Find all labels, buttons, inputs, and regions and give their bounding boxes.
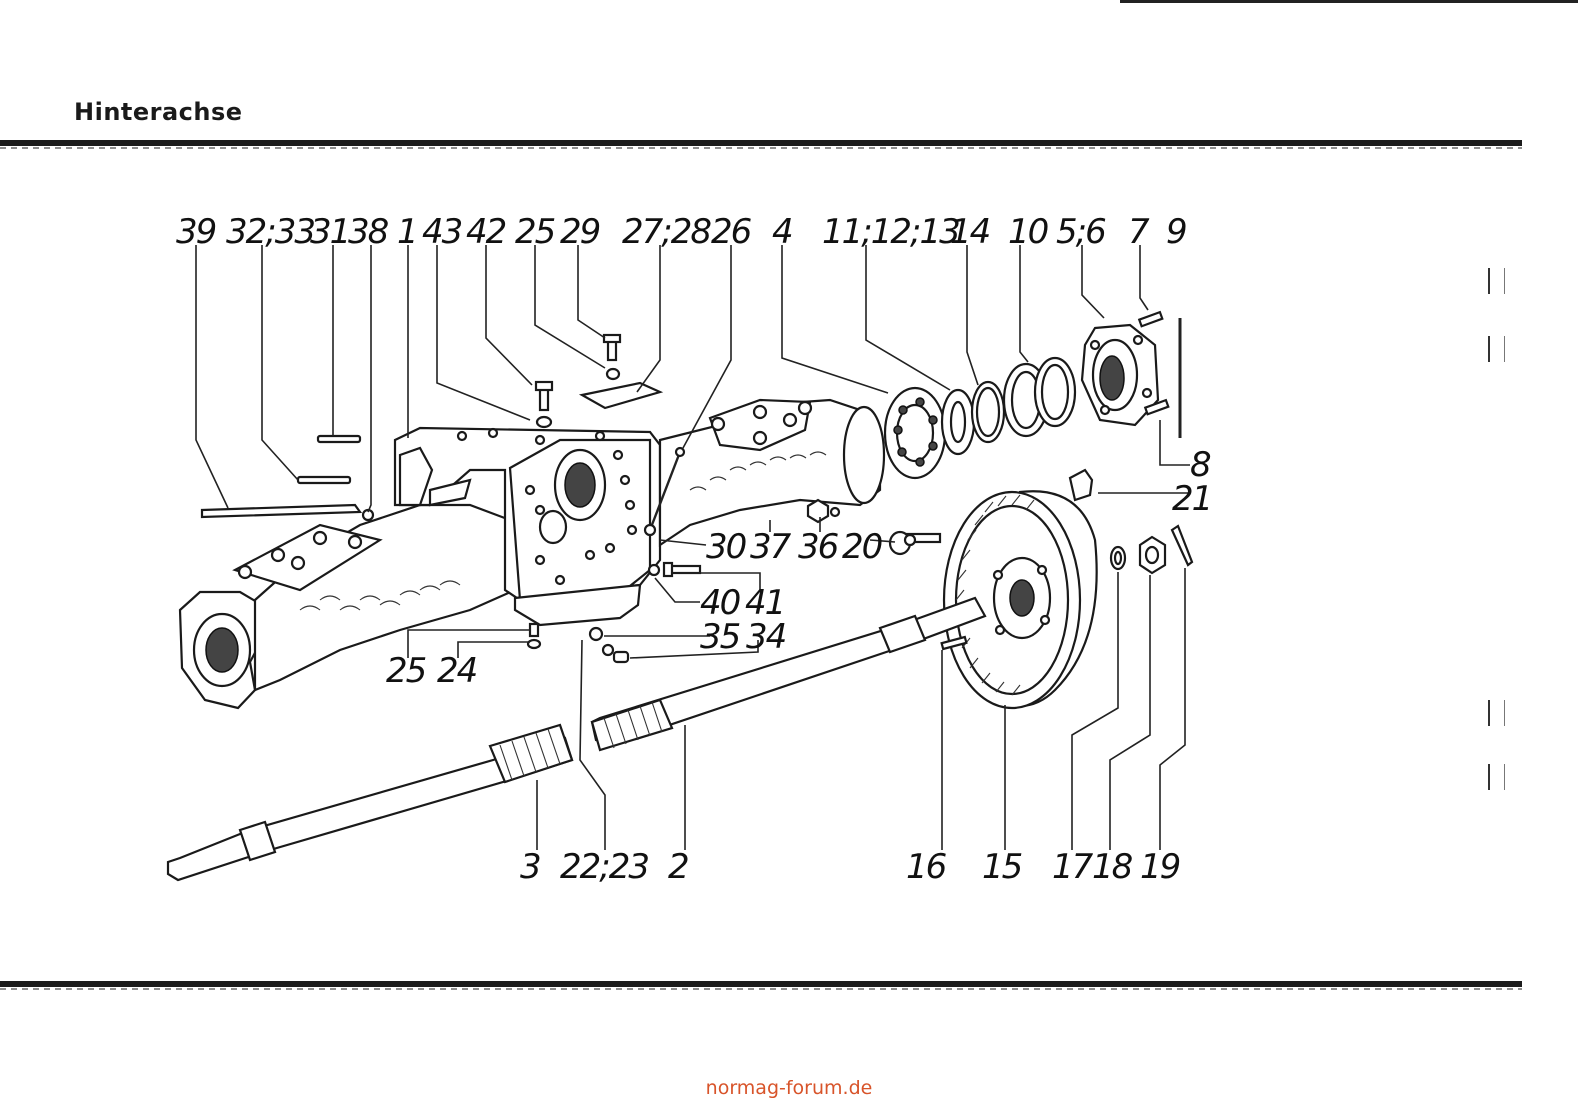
ring-14 [970, 380, 1006, 444]
callout-3: 3 [520, 847, 540, 887]
footer-rule [0, 981, 1522, 990]
bolts-7-8 [1137, 310, 1170, 416]
callout-43: 43 [422, 212, 462, 252]
half-shaft-2 [590, 596, 987, 752]
callout-14: 14 [950, 212, 990, 252]
callout-16: 16 [906, 847, 947, 887]
axle-housing-left [178, 503, 517, 710]
callout-27-28: 27;28 [622, 212, 711, 252]
callout-42: 42 [466, 212, 506, 252]
callout-35: 35 [700, 617, 740, 657]
axle-housing-right [658, 398, 886, 548]
half-shaft-3 [166, 723, 574, 882]
lever-rod [643, 446, 686, 537]
bearing-4 [883, 386, 947, 480]
bolt-24-25 [526, 622, 542, 650]
callout-4: 4 [772, 212, 792, 252]
callout-21: 21 [1172, 479, 1211, 519]
callout-20: 20 [842, 527, 882, 567]
callout-19: 19 [1140, 847, 1180, 887]
callout-34: 34 [746, 617, 786, 657]
callout-25-top: 25 [515, 212, 555, 252]
ring-11-12-13 [940, 388, 976, 456]
callout-36: 36 [798, 527, 839, 567]
callout-32-33: 32;33 [226, 212, 314, 252]
callout-38: 38 [348, 212, 389, 252]
callout-labels: 39 32;33 31 38 1 43 42 25 29 27;28 26 4 … [176, 212, 1213, 887]
callout-40: 40 [700, 583, 740, 623]
callout-1: 1 [397, 212, 417, 252]
bolt-40-41 [647, 561, 702, 578]
callout-37: 37 [750, 527, 792, 567]
callout-10: 10 [1008, 212, 1048, 252]
top-edge-rule [1120, 0, 1578, 3]
callout-5-6: 5;6 [1056, 212, 1106, 252]
margin-mark [1488, 764, 1505, 790]
brake-drum-15 [942, 490, 1098, 710]
callout-17: 17 [1052, 847, 1094, 887]
watermark: normag-forum.de [705, 1077, 873, 1099]
callout-30: 30 [706, 527, 746, 567]
callout-8: 8 [1190, 445, 1211, 485]
margin-mark [1488, 336, 1505, 362]
header-rule [0, 140, 1522, 149]
seal-10 [1002, 356, 1077, 438]
callout-24: 24 [437, 651, 477, 691]
bolts-top [534, 333, 664, 429]
callout-9: 9 [1166, 212, 1186, 252]
nut-36-37 [806, 498, 841, 524]
plug-34-35 [588, 626, 630, 664]
callout-7: 7 [1128, 212, 1150, 252]
callout-41: 41 [745, 583, 784, 623]
callout-31: 31 [310, 212, 349, 252]
studs-and-pins [200, 434, 375, 522]
leader-lines [195, 245, 1190, 850]
callout-26: 26 [711, 212, 752, 252]
callout-29: 29 [560, 212, 600, 252]
callout-2: 2 [668, 847, 688, 887]
page-title: Hinterachse [74, 98, 243, 126]
margin-mark [1488, 700, 1505, 726]
callout-18: 18 [1092, 847, 1133, 887]
callout-25-bottom: 25 [386, 651, 426, 691]
callout-15: 15 [982, 847, 1022, 887]
flange-5-6 [1080, 323, 1160, 427]
callout-11-12-13: 11;12;13 [822, 212, 959, 252]
margin-mark [1488, 268, 1505, 294]
hub-parts-17-18-19-21 [1068, 468, 1194, 575]
callout-39: 39 [176, 212, 216, 252]
bolt-20 [888, 530, 942, 556]
differential-housing [393, 426, 662, 627]
callout-22-23: 22;23 [560, 847, 648, 887]
